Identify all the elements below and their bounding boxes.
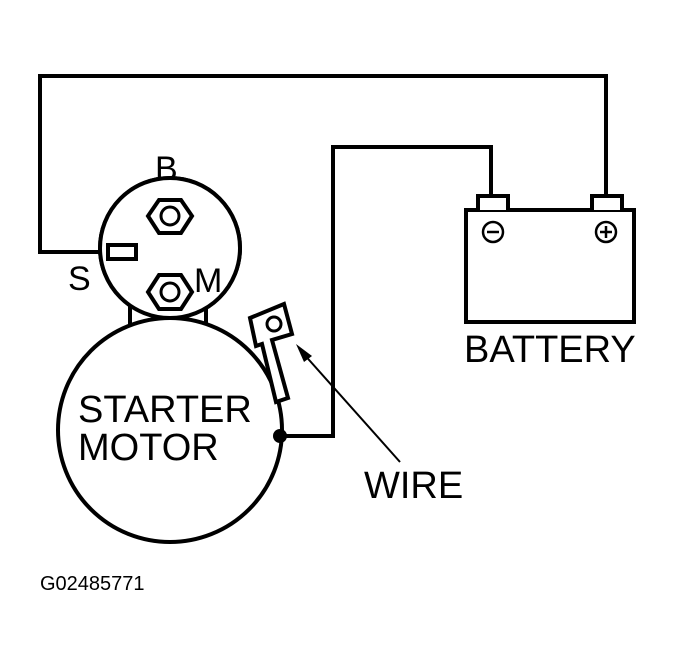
terminal-s-label: S bbox=[68, 260, 91, 298]
ground-bracket bbox=[247, 301, 295, 405]
terminal-b-label: B bbox=[155, 150, 178, 188]
terminal-m-nut bbox=[145, 273, 195, 311]
terminal-b-nut bbox=[145, 198, 195, 235]
battery-negative-post bbox=[476, 194, 510, 210]
wire-label: WIRE bbox=[364, 465, 463, 507]
minus-circle-icon bbox=[481, 220, 505, 244]
ground-connection-dot bbox=[273, 429, 287, 443]
starter-motor-label-line2: MOTOR bbox=[78, 427, 219, 469]
plus-circle-icon bbox=[594, 220, 618, 244]
terminal-s-tab bbox=[106, 243, 138, 261]
battery-label: BATTERY bbox=[464, 329, 636, 371]
wire-pointer-arrow bbox=[296, 344, 401, 463]
solenoid-outline bbox=[98, 176, 242, 320]
terminal-m-label: M bbox=[194, 262, 222, 300]
wire-s-to-battery-positive bbox=[38, 74, 608, 254]
battery-positive-post bbox=[590, 194, 624, 210]
starter-motor-label-line1: STARTER bbox=[78, 389, 252, 431]
wire-ground-to-battery-negative bbox=[280, 145, 493, 438]
figure-id: G02485771 bbox=[40, 573, 145, 595]
battery bbox=[464, 194, 636, 324]
